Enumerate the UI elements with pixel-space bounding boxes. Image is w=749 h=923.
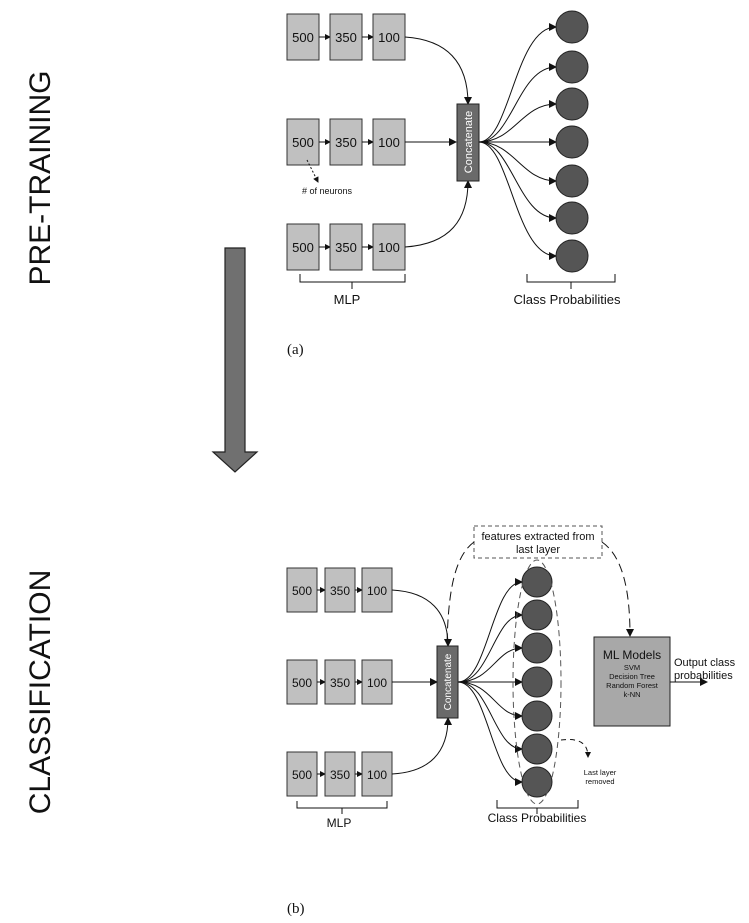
features-to-ml-dashed xyxy=(601,541,634,637)
removed-label-line2: removed xyxy=(585,777,614,786)
class-probability-nodes xyxy=(521,566,553,798)
neurons-note: # of neurons xyxy=(302,186,353,196)
removed-layer-ellipse xyxy=(512,559,562,805)
layer-size: 100 xyxy=(378,30,400,45)
panel-a: 500 350 100 500 350 100 500 350 xyxy=(286,10,621,358)
ml-model-item: Decision Tree xyxy=(609,672,655,681)
branch-b1: 500 350 100 xyxy=(286,567,452,647)
ml-models-title: ML Models xyxy=(603,648,661,662)
layer-box xyxy=(286,567,318,613)
concatenate-label: Concatenate xyxy=(443,653,454,710)
class-prob-label: Class Probabilities xyxy=(514,292,621,307)
neurons-pointer xyxy=(306,159,319,183)
concatenate-label: Concatenate xyxy=(463,111,475,173)
layer-box xyxy=(329,118,363,166)
layer-size: 350 xyxy=(330,768,350,782)
ml-models-box xyxy=(593,636,671,727)
mlp-brace xyxy=(299,274,406,289)
class-probability-nodes xyxy=(555,10,589,273)
caption-b: (b) xyxy=(287,901,305,917)
removed-label-line1: Last layer xyxy=(584,768,617,777)
output-node xyxy=(555,164,589,198)
classification-stage-label: CLASSIFICATION xyxy=(24,570,57,814)
features-label-line1: features extracted from xyxy=(481,531,594,543)
fanout-arrows xyxy=(457,578,523,786)
ml-model-item: SVM xyxy=(624,663,640,672)
layer-size: 500 xyxy=(292,768,312,782)
layer-size: 500 xyxy=(292,30,314,45)
layer-box xyxy=(286,223,320,271)
layer-box xyxy=(372,13,406,61)
mlp-label: MLP xyxy=(327,816,352,830)
layer-box xyxy=(372,118,406,166)
layer-size: 100 xyxy=(367,676,387,690)
layer-size: 100 xyxy=(378,240,400,255)
layer-size: 350 xyxy=(335,240,357,255)
class-prob-brace xyxy=(526,274,616,289)
layer-size: 100 xyxy=(367,584,387,598)
layer-box xyxy=(329,223,363,271)
layer-size: 350 xyxy=(330,584,350,598)
output-node xyxy=(555,201,589,235)
output-node xyxy=(521,700,553,732)
branch-b3: 500 350 100 xyxy=(286,717,452,797)
output-label-line2: probabilities xyxy=(674,670,733,682)
features-to-concat-dashed xyxy=(446,541,475,647)
output-node xyxy=(555,10,589,44)
layer-box xyxy=(324,659,356,705)
layer-box xyxy=(361,659,393,705)
pretraining-stage-label: PRE-TRAINING xyxy=(24,70,57,285)
output-node xyxy=(521,666,553,698)
mlp-label: MLP xyxy=(334,292,361,307)
output-node xyxy=(521,766,553,798)
panel-b: 500 350 100 500 350 100 500 350 xyxy=(286,525,736,917)
output-node xyxy=(555,50,589,84)
output-node xyxy=(521,599,553,631)
output-node xyxy=(521,733,553,765)
layer-size: 500 xyxy=(292,240,314,255)
layer-box xyxy=(324,751,356,797)
removed-layer-dashed xyxy=(560,739,591,758)
layer-box xyxy=(361,751,393,797)
layer-size: 500 xyxy=(292,135,314,150)
layer-box xyxy=(372,223,406,271)
layer-size: 350 xyxy=(330,676,350,690)
class-prob-label: Class Probabilities xyxy=(488,811,587,825)
branch-a2: 500 350 100 xyxy=(286,118,457,166)
branch-a1: 500 350 100 xyxy=(286,13,472,105)
caption-a: (a) xyxy=(287,342,304,358)
layer-size: 500 xyxy=(292,676,312,690)
layer-size: 350 xyxy=(335,30,357,45)
layer-size: 350 xyxy=(335,135,357,150)
ml-model-item: Random Forest xyxy=(606,681,659,690)
output-label-line1: Output class xyxy=(674,657,736,669)
pretraining-to-classification-arrow xyxy=(211,247,259,473)
class-prob-brace xyxy=(496,800,579,814)
branch-a3: 500 350 100 xyxy=(286,180,472,271)
layer-box xyxy=(286,13,320,61)
features-label-line2: last layer xyxy=(516,544,560,556)
fanout-arrows xyxy=(478,23,557,260)
output-node xyxy=(555,125,589,159)
layer-size: 100 xyxy=(378,135,400,150)
layer-size: 500 xyxy=(292,584,312,598)
layer-box xyxy=(286,118,320,166)
layer-box xyxy=(329,13,363,61)
output-node xyxy=(555,239,589,273)
output-node xyxy=(521,632,553,664)
features-extracted-box xyxy=(473,525,603,559)
mlp-brace xyxy=(296,801,388,814)
output-node xyxy=(555,87,589,121)
branch-b2: 500 350 100 xyxy=(286,659,438,705)
output-node xyxy=(521,566,553,598)
ml-model-item: k-NN xyxy=(623,690,640,699)
layer-size: 100 xyxy=(367,768,387,782)
